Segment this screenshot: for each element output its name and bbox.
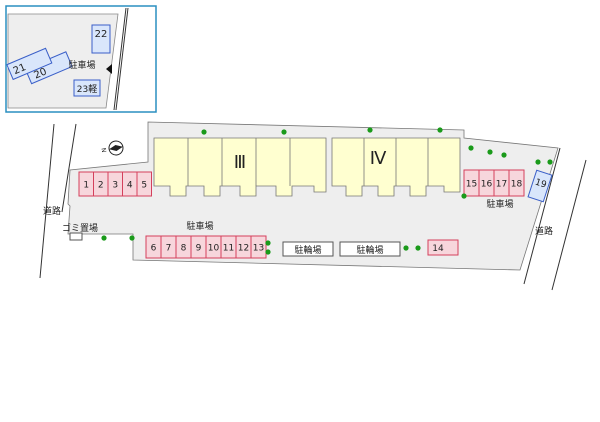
parking-space-label: 11 xyxy=(223,244,234,254)
tree xyxy=(461,193,467,199)
parking-center-label: 駐車場 xyxy=(186,220,213,232)
inset-space-20[interactable]: 20 xyxy=(24,51,73,85)
parking-space-label: 17 xyxy=(496,180,507,190)
parking-space-label: 9 xyxy=(196,244,202,254)
inset-space-22[interactable]: 22 xyxy=(91,24,111,54)
tree xyxy=(281,129,287,135)
parking-space-label: 4 xyxy=(127,181,133,191)
building-iii-label: Ⅲ xyxy=(234,152,246,173)
parking-space-2[interactable]: 2 xyxy=(93,171,109,197)
tree xyxy=(437,127,443,133)
parking-space-9[interactable]: 9 xyxy=(190,235,207,259)
garbage-label: ゴミ置場 xyxy=(62,222,98,234)
tree xyxy=(367,127,373,133)
parking-space-3[interactable]: 3 xyxy=(107,171,123,197)
tree xyxy=(129,235,135,241)
svg-text:N: N xyxy=(101,147,109,153)
inset-map: 20 21 22 23軽 駐車場 xyxy=(5,5,157,113)
parking-space-label: 5 xyxy=(141,181,147,191)
parking-right-label: 駐車場 xyxy=(486,198,513,210)
building-iii[interactable]: Ⅲ xyxy=(153,137,327,197)
parking-space-label: 10 xyxy=(208,244,220,254)
pointer-arrow-icon xyxy=(106,64,112,74)
parking-space-16[interactable]: 16 xyxy=(478,169,495,197)
parking-space-19-label: 19 xyxy=(534,178,548,191)
parking-space-label: 6 xyxy=(151,244,157,254)
tree xyxy=(487,149,493,155)
parking-space-15[interactable]: 15 xyxy=(463,169,480,197)
inset-road-line-2 xyxy=(115,7,129,111)
parking-space-label: 16 xyxy=(481,180,493,190)
tree xyxy=(468,145,474,151)
road-right-edge-2 xyxy=(551,159,587,291)
road-left-edge-2 xyxy=(61,123,77,213)
road-right-label: 道路 xyxy=(535,225,553,237)
parking-space-13[interactable]: 13 xyxy=(250,235,267,259)
bicycle-parking-2-label: 駐輪場 xyxy=(356,244,383,256)
inset-space-20-label: 20 xyxy=(32,66,48,81)
inset-space-23[interactable]: 23軽 xyxy=(73,79,101,97)
inset-space-21-label: 21 xyxy=(12,62,28,77)
building-iv-label: Ⅳ xyxy=(370,148,387,169)
road-left-label: 道路 xyxy=(43,205,61,217)
road-right-edge-1 xyxy=(523,147,561,285)
parking-space-6[interactable]: 6 xyxy=(145,235,162,259)
parking-space-11[interactable]: 11 xyxy=(220,235,237,259)
parking-space-17[interactable]: 17 xyxy=(493,169,510,197)
parking-space-19[interactable]: 19 xyxy=(527,169,553,203)
parking-space-12[interactable]: 12 xyxy=(235,235,252,259)
tree xyxy=(535,159,541,165)
parking-space-18[interactable]: 18 xyxy=(508,169,525,197)
roads: 道路 道路 xyxy=(39,123,587,291)
building-iv[interactable]: Ⅳ xyxy=(331,137,461,197)
tree xyxy=(501,152,507,158)
parking-space-label: 12 xyxy=(238,244,249,254)
parking-space-label: 2 xyxy=(98,181,104,191)
parking-space-14[interactable]: 14 xyxy=(427,239,459,256)
compass-north-icon: N xyxy=(101,140,124,156)
tree xyxy=(403,245,409,251)
bicycle-parking-2[interactable]: 駐輪場 xyxy=(339,241,401,257)
garbage-box xyxy=(69,232,83,241)
tree xyxy=(101,235,107,241)
parking-space-5[interactable]: 5 xyxy=(136,171,152,197)
tree xyxy=(265,240,271,246)
inset-space-21[interactable]: 21 xyxy=(6,47,53,81)
inset-space-23-label: 23軽 xyxy=(77,84,97,95)
tree xyxy=(547,159,553,165)
parking-space-label: 15 xyxy=(466,180,477,190)
parking-space-1[interactable]: 1 xyxy=(78,171,94,197)
parking-space-label: 3 xyxy=(112,181,118,191)
tree xyxy=(201,129,207,135)
parking-space-8[interactable]: 8 xyxy=(175,235,192,259)
parking-space-label: 1 xyxy=(83,181,89,191)
inset-road-line xyxy=(113,7,127,111)
parking-space-label: 13 xyxy=(253,244,264,254)
parking-space-7[interactable]: 7 xyxy=(160,235,177,259)
inset-space-22-label: 22 xyxy=(95,29,108,40)
bicycle-parking-1[interactable]: 駐輪場 xyxy=(282,241,334,257)
parking-space-10[interactable]: 10 xyxy=(205,235,222,259)
parking-space-4[interactable]: 4 xyxy=(122,171,138,197)
tree xyxy=(265,249,271,255)
inset-parking-label: 駐車場 xyxy=(68,59,95,71)
parking-space-14-label: 14 xyxy=(432,244,444,254)
parking-space-label: 18 xyxy=(511,180,523,190)
trees xyxy=(101,127,553,255)
road-left-edge-1 xyxy=(39,123,55,279)
parking-space-label: 7 xyxy=(166,244,172,254)
bicycle-parking-1-label: 駐輪場 xyxy=(294,244,321,256)
garbage-area[interactable]: ゴミ置場 xyxy=(62,222,98,241)
parking-space-label: 8 xyxy=(181,244,187,254)
tree xyxy=(415,245,421,251)
